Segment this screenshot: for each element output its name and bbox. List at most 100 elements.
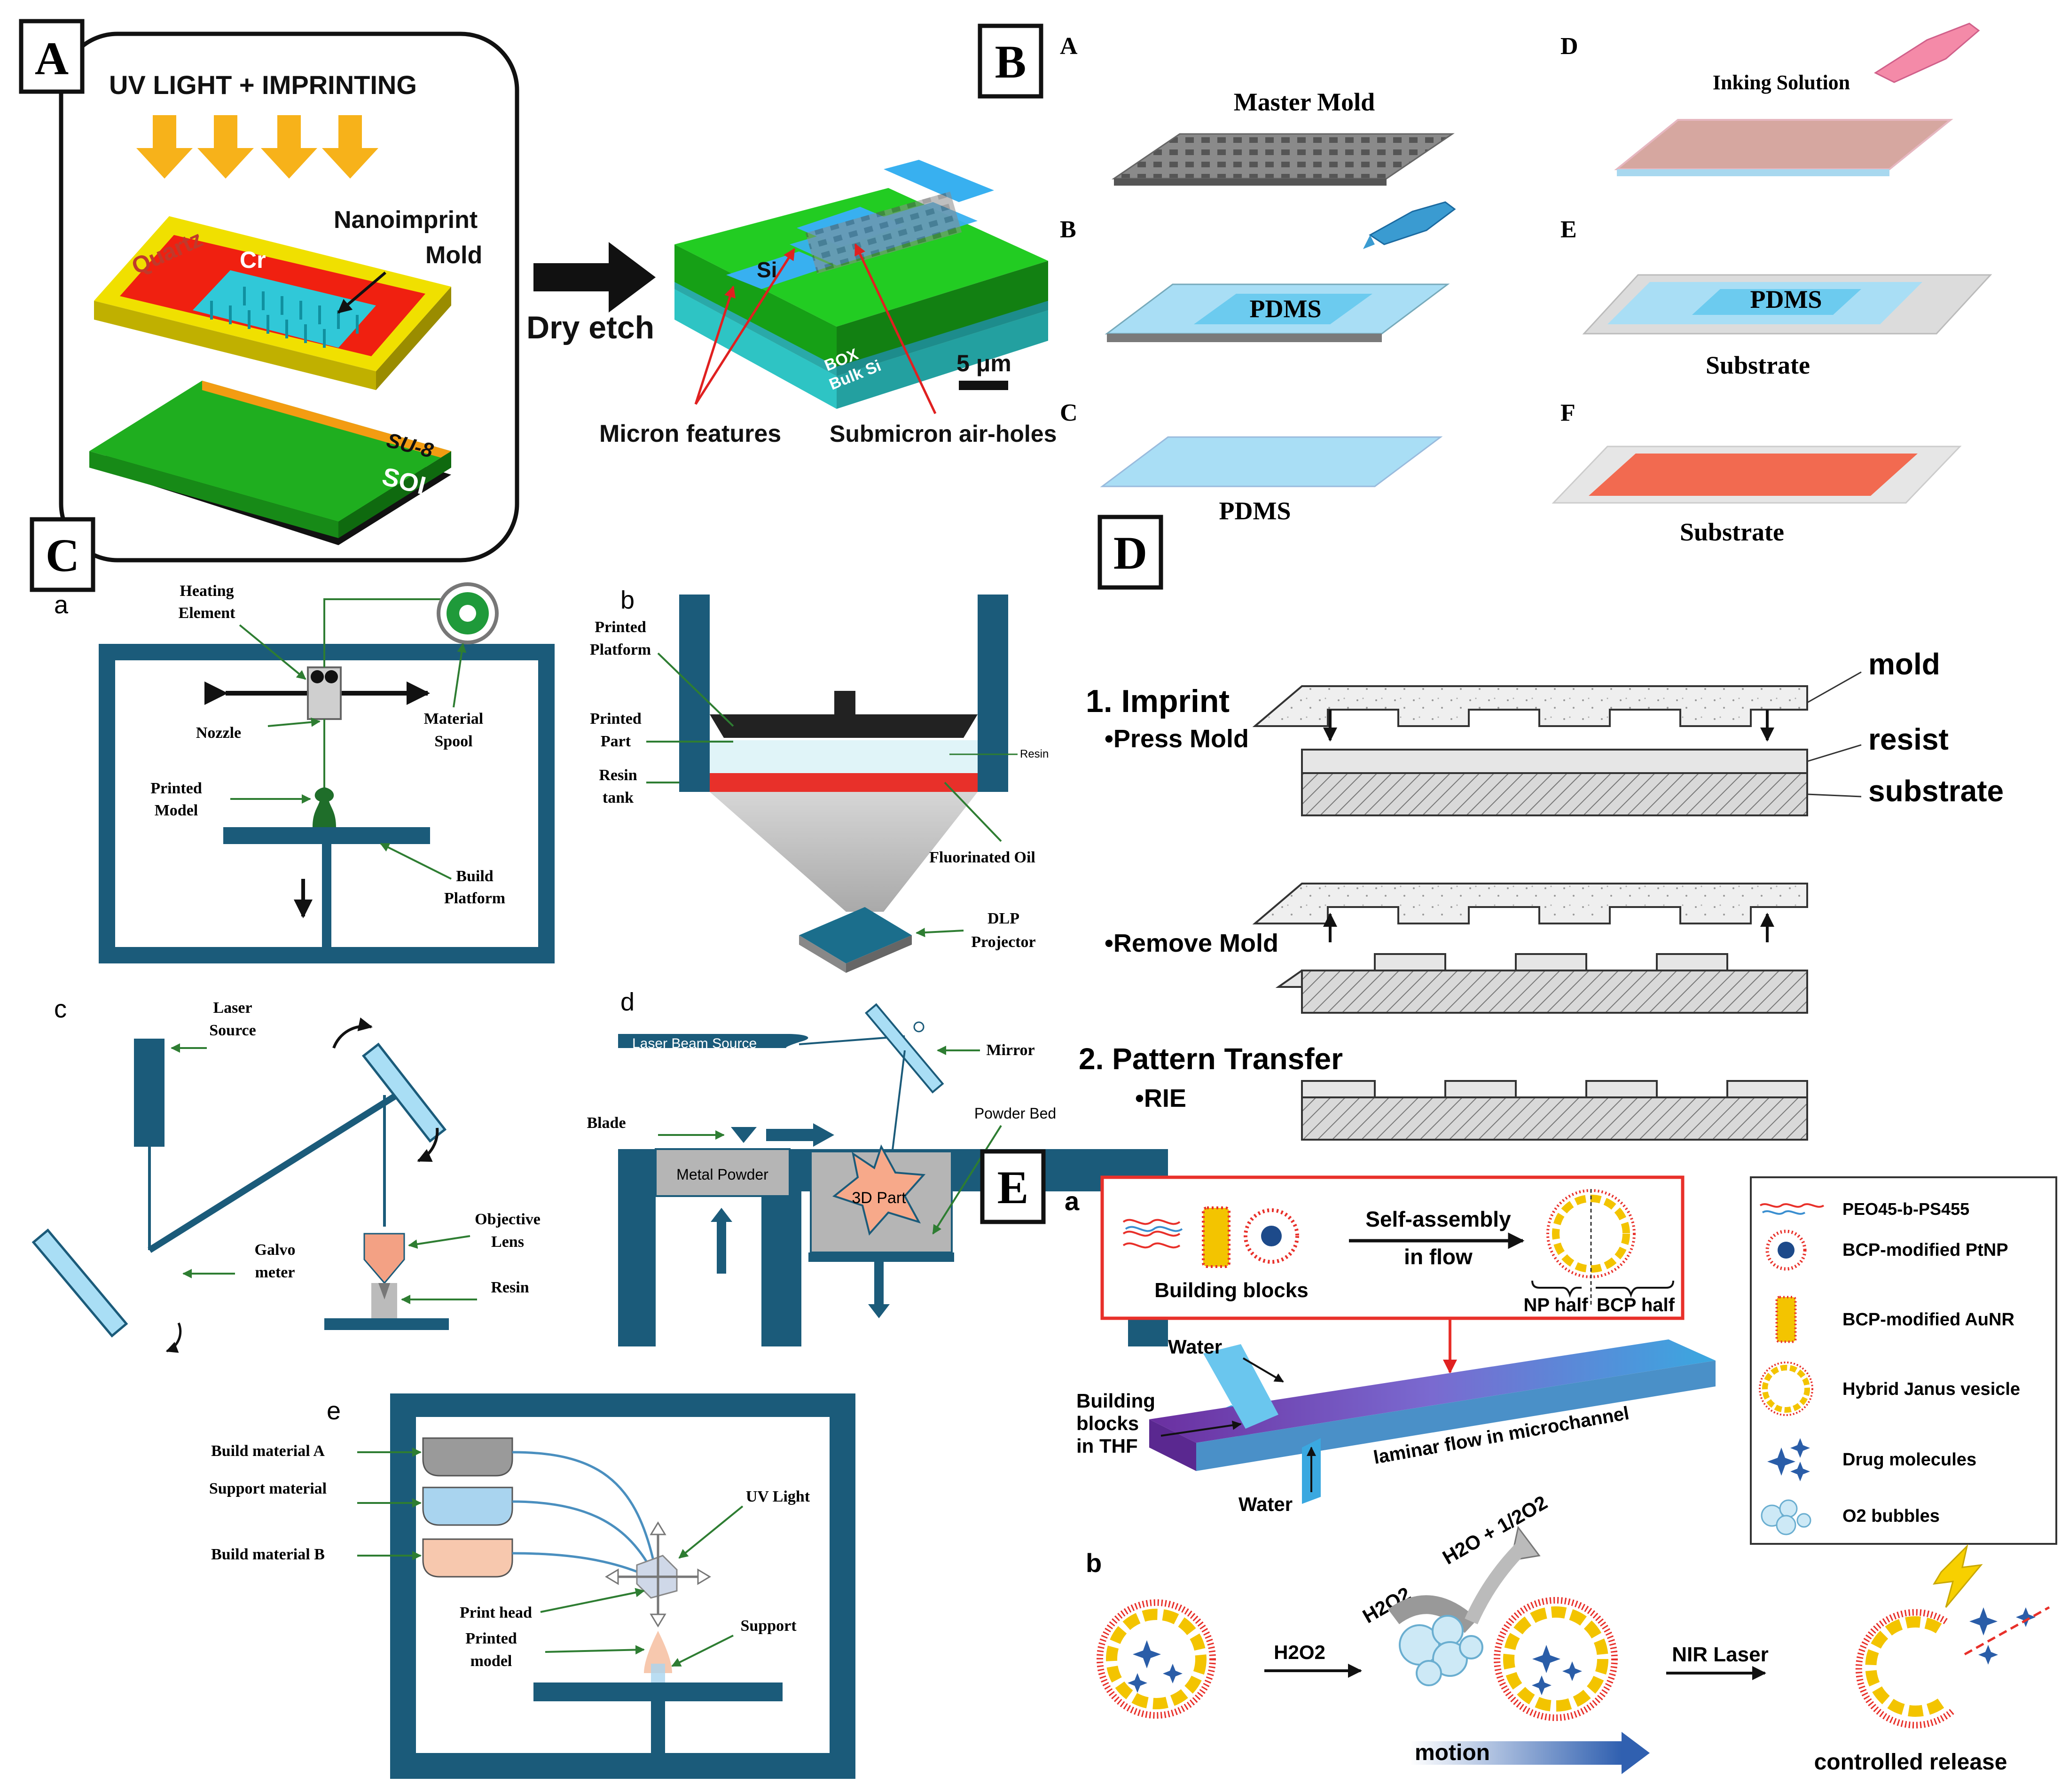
building-blocks-label: Building blocks — [1154, 1279, 1309, 1302]
janus-legend-icon — [1759, 1362, 1813, 1416]
master-mold — [1112, 133, 1455, 180]
panel-d-badge-box — [1097, 515, 1163, 590]
pm-label-1: Printed — [465, 1630, 517, 1647]
dry-etch-label: Dry etch — [526, 310, 654, 345]
master-mold-label: Master Mold — [1234, 88, 1375, 116]
laser-label-1: Laser — [213, 999, 252, 1017]
sub-b-label: b — [620, 586, 635, 614]
curved-arrow — [1388, 1595, 1478, 1633]
sub-e-label: e — [327, 1397, 341, 1425]
water-bottom-label: Water — [1238, 1493, 1293, 1515]
legend-aunr: BCP-modified AuNR — [1842, 1310, 2014, 1330]
inked-slab — [1614, 119, 1953, 170]
panel-c: C a Heating Element Nozzle Materia — [30, 517, 1168, 1779]
powder-bed-label: Powder Bed — [974, 1105, 1056, 1122]
panel-e-badge-box — [980, 1149, 1046, 1224]
fdm-diagram: a Heating Element Nozzle Material Spool — [54, 582, 555, 963]
inking-label: Inking Solution — [1713, 71, 1850, 94]
material-label-2: Spool — [434, 733, 472, 750]
metal-powder-box — [655, 1148, 791, 1197]
heating-label-2: Element — [179, 604, 236, 622]
si-label: Si — [757, 258, 777, 282]
metal-powder-label: Metal Powder — [676, 1166, 768, 1183]
galvo-mirror-1 — [31, 1229, 128, 1338]
self-assembly-label-1: Self-assembly — [1365, 1207, 1511, 1231]
sub-b-label-e: b — [1086, 1548, 1102, 1578]
step-c: C — [1060, 399, 1078, 426]
pp-label-1: Printed — [595, 618, 646, 636]
resin-label-c: Resin — [491, 1279, 529, 1296]
dlp-diagram: b Printed Platform Printed Part Resin ta… — [590, 586, 1049, 973]
print-head-icon — [605, 1521, 711, 1628]
dlp-left-wall — [679, 595, 710, 792]
motion-arrow — [1410, 1741, 1622, 1765]
dlp-label-1: DLP — [987, 910, 1019, 927]
lightning-icon — [1933, 1544, 1983, 1608]
uv-heading: UV LIGHT + IMPRINTING — [109, 70, 417, 100]
dlp-tank-floor — [710, 773, 978, 792]
two-photon-diagram: c Laser Source Galvo meter Objective Len… — [31, 995, 541, 1353]
rie-label: •RIE — [1135, 1084, 1186, 1112]
panel-d-badge: D — [1113, 527, 1147, 579]
blade-icon — [731, 1127, 757, 1143]
dry-etch-arrow-icon — [533, 242, 656, 313]
build-a-cartridge — [422, 1437, 513, 1477]
press-mold-label: •Press Mold — [1105, 725, 1249, 753]
release-label: controlled release — [1814, 1750, 2007, 1775]
dlp-light-cone — [710, 792, 978, 912]
panel-a: A UV LIGHT + IMPRINTING Quartz Cr Nanoim… — [19, 19, 1057, 563]
build-b-cartridge — [422, 1538, 513, 1578]
print-head-label: Print head — [460, 1604, 532, 1621]
drug-icon — [1767, 1438, 1810, 1481]
fdm-build-platform — [223, 827, 430, 844]
cr-label: Cr — [240, 247, 266, 273]
pattern-transfer-heading: 2. Pattern Transfer — [1079, 1042, 1343, 1076]
np-half-brace — [1531, 1280, 1582, 1298]
resist-1 — [1301, 749, 1808, 774]
uv-arrows-icon — [136, 115, 378, 179]
sls-diagram: d Laser Beam Source Mirror Blade Powder … — [587, 988, 1168, 1346]
panel-e: E a Building blocks Self-assembly in flo… — [980, 1149, 2057, 1775]
motion-label: motion — [1415, 1740, 1490, 1765]
panel-a-frame — [59, 31, 519, 563]
legend-o2: O2 bubbles — [1842, 1506, 1940, 1526]
support-mat-label: Support material — [209, 1480, 327, 1497]
submicron-label: Submicron air-holes — [830, 421, 1057, 447]
pdms-label-b: PDMS — [1250, 295, 1322, 323]
legend-box — [1750, 1176, 2057, 1545]
water-top-label: Water — [1168, 1336, 1222, 1358]
dlp-resin — [710, 740, 978, 773]
panel-a-badge: A — [35, 32, 69, 85]
panel-c-badge-box — [30, 517, 95, 592]
nir-label: NIR Laser — [1672, 1643, 1768, 1666]
step-d: D — [1560, 33, 1578, 60]
laser-source-block — [134, 1039, 165, 1147]
dlp-projector-icon — [799, 907, 912, 973]
substrate-3 — [1301, 1096, 1808, 1141]
substrate-label-d: substrate — [1868, 774, 2004, 808]
stage-c — [324, 1318, 449, 1330]
vesicle-2-icon — [1494, 1597, 1618, 1721]
mold-2 — [1252, 883, 1808, 924]
pink-pipette-icon — [1873, 23, 1980, 83]
etched-chip: Si BOX Bulk Si 5 μm Micron features Subm… — [599, 160, 1057, 447]
polyjet-diagram: e Build material A — [209, 1393, 855, 1779]
substrate-label-f: Substrate — [1680, 518, 1784, 546]
support-cartridge — [422, 1487, 513, 1526]
3d-part-icon — [832, 1144, 926, 1236]
microchannel — [1149, 1339, 1716, 1504]
galvo-label-2: meter — [255, 1264, 295, 1281]
laser-beam-source — [618, 1034, 808, 1048]
step-f: F — [1560, 399, 1575, 426]
sub-d-label: d — [620, 988, 635, 1016]
oil-label: Fluorinated Oil — [929, 849, 1035, 866]
vesicle-3-icon — [1855, 1606, 2050, 1729]
galvo-mirror-2 — [361, 1042, 447, 1143]
o2-bubbles-icon — [1761, 1499, 1811, 1535]
np-half-label: NP half — [1523, 1295, 1588, 1315]
bb-label-1: Building — [1076, 1390, 1155, 1412]
nanoimprint-label: Nanoimprint — [334, 206, 478, 234]
mirror-label: Mirror — [986, 1041, 1034, 1059]
material-label-1: Material — [424, 710, 484, 728]
vesicle-1-icon — [1097, 1599, 1216, 1719]
